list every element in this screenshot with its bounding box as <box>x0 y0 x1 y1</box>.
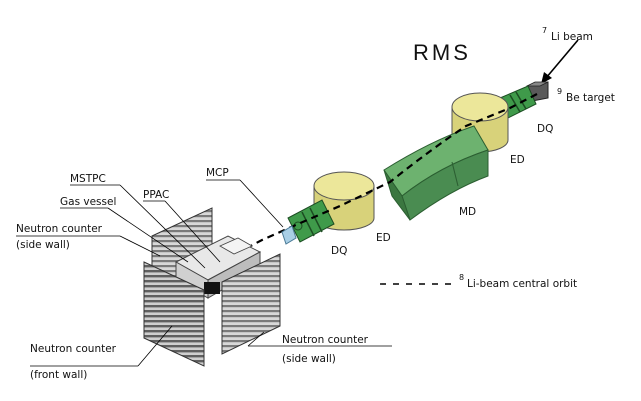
dq-upper-magnet <box>499 85 537 119</box>
mcp-detector <box>281 225 297 245</box>
target-label: Be target <box>566 92 615 104</box>
neutron-side-left-label-line1: Neutron counter <box>16 223 103 235</box>
beam-central-orbit <box>227 93 538 259</box>
dq-upper-label: DQ <box>537 123 553 135</box>
neutron-counter-side-wall-right <box>221 253 281 355</box>
target-mass-number: 9 <box>557 87 562 96</box>
neutron-front-label-line1: Neutron counter <box>30 343 117 355</box>
ed-lower-label: ED <box>376 232 391 244</box>
gas-vessel-label: Gas vessel <box>60 196 116 208</box>
diagram-title: RMS <box>413 40 471 65</box>
ppac-detector <box>219 237 253 255</box>
legend-mass-number: 8 <box>459 273 464 282</box>
md-label: MD <box>459 206 476 218</box>
mstpc-core <box>204 282 220 294</box>
md-dipole-magnet <box>383 125 489 221</box>
beam-arrow <box>541 39 579 84</box>
legend: 8 Li-beam central orbit <box>380 273 577 290</box>
neutron-front-label-line2: (front wall) <box>30 369 87 381</box>
mcp-label: MCP <box>206 167 229 179</box>
dq-lower-magnet <box>287 199 335 243</box>
mstpc-label: MSTPC <box>70 173 106 185</box>
neutron-side-right-label-line1: Neutron counter <box>282 334 369 346</box>
neutron-counter-front-wall <box>143 261 205 367</box>
neutron-side-left-label-line2: (side wall) <box>16 239 70 251</box>
neutron-side-right-label-line2: (side wall) <box>282 353 336 365</box>
ppac-label: PPAC <box>143 189 169 201</box>
ed-upper-label: ED <box>510 154 525 166</box>
beam-mass-number: 7 <box>542 26 547 35</box>
dq-lower-label: DQ <box>331 245 347 257</box>
legend-text: Li-beam central orbit <box>467 278 577 290</box>
beam-label: Li beam <box>551 31 593 43</box>
